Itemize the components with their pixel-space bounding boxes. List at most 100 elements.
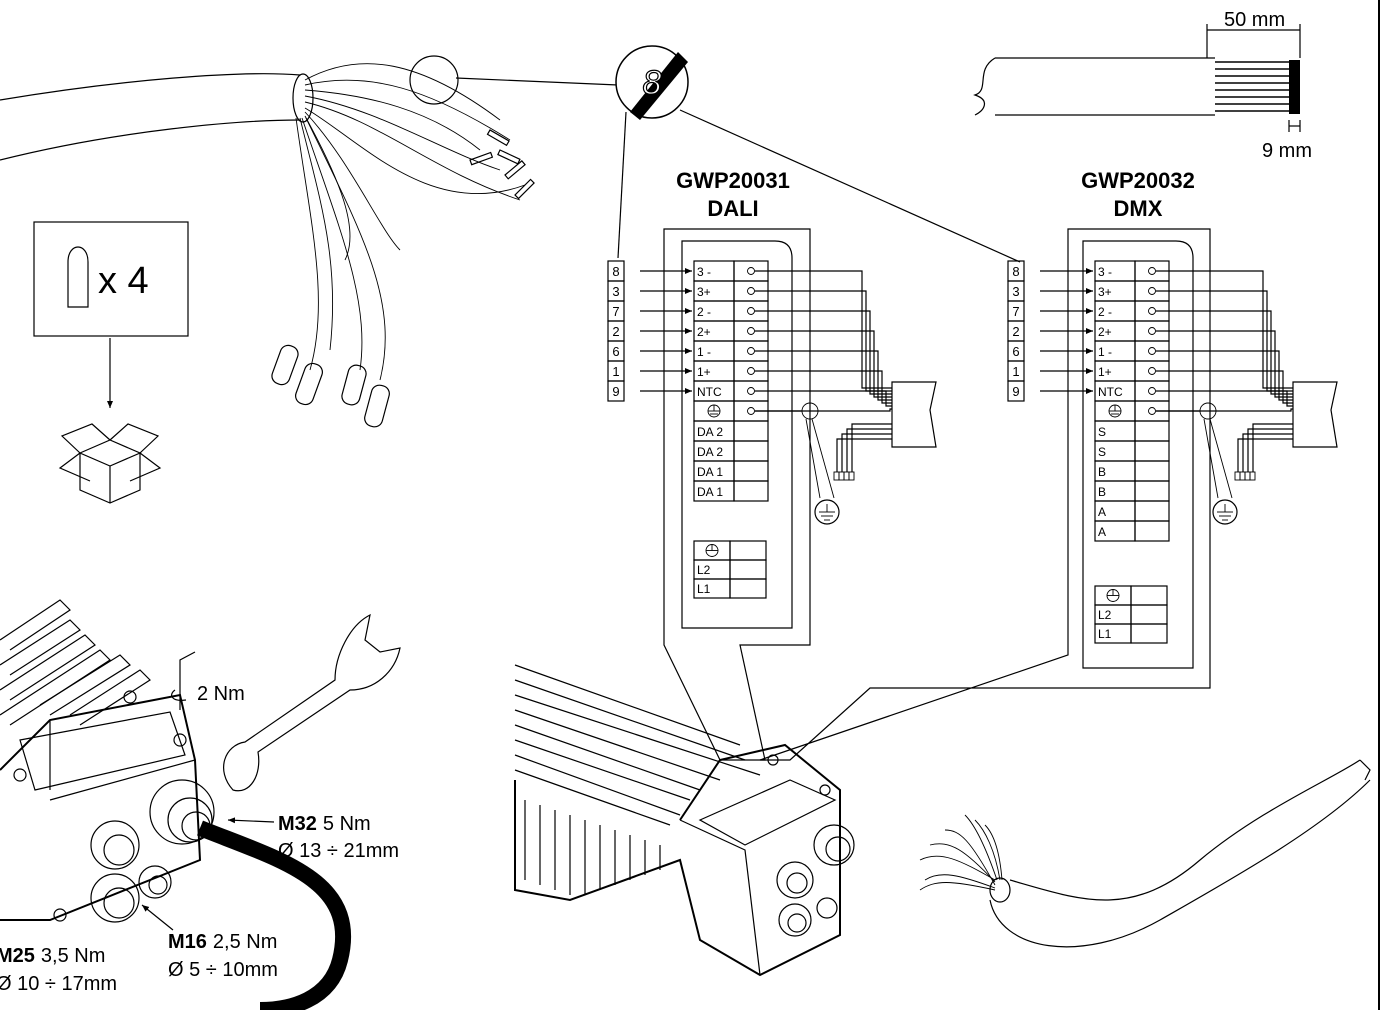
dali-terminal-label: NTC [697, 385, 722, 399]
dali-earth-zoom [801, 402, 819, 420]
dali-terminal-screw [747, 367, 755, 375]
dmx-terminal-screw [1148, 407, 1156, 415]
m25-torque: 3,5 Nm [41, 945, 105, 967]
dmx-bus-terminal-label: B [1098, 485, 1106, 499]
dali-bus-wire [841, 433, 892, 472]
m25-range: Ø 10 ÷ 17mm [0, 973, 117, 995]
dmx-power-earth-icon [1106, 589, 1120, 602]
dali-signal-wire [755, 370, 892, 404]
dmx-wire-ferrule [1234, 471, 1241, 481]
wire-count-label: 8 [643, 64, 662, 102]
dmx-earth-symbol-icon [1212, 499, 1238, 525]
dali-terminal-screw [747, 307, 755, 315]
dali-earth-symbol-icon [814, 499, 840, 525]
dmx-signal-wire [1156, 350, 1293, 401]
dmx-signal-wire [1156, 408, 1293, 412]
dmx-terminal-screw [1148, 347, 1156, 355]
dali-wire-number: 6 [612, 344, 619, 359]
wire-count-badge: 8 [615, 45, 1021, 263]
dali-power-terminal-screw-cell [729, 578, 767, 599]
m16-thread: M16 [168, 931, 207, 953]
dali-wire-number: 1 [612, 364, 619, 379]
dali-bus-terminal-label: DA 2 [697, 445, 723, 459]
dali-terminal-label: 3+ [697, 285, 711, 299]
dmx-wire-number: 7 [1012, 304, 1019, 319]
dmx-wire-ferrule [1249, 471, 1256, 481]
dmx-power-terminal-screw-cell [1130, 623, 1168, 644]
dali-bus-wire [836, 438, 892, 472]
cable-illustration [0, 55, 619, 428]
dmx-wire-ferrule [1239, 471, 1246, 481]
dali-terminal-label: 2 - [697, 305, 711, 319]
dali-terminal-label: 2+ [697, 325, 711, 339]
enclosure-torque-view [0, 599, 401, 1010]
dmx-terminal-label: 1 - [1098, 345, 1112, 359]
dmx-wire-number: 8 [1012, 264, 1019, 279]
dali-power-terminal-screw-cell [729, 559, 767, 580]
dmx-signal-wire [1156, 270, 1293, 389]
strip-length-diagram: 50 mm 9 mm [973, 9, 1312, 162]
dmx-wire-number: 2 [1012, 324, 1019, 339]
dmx-earth-terminal-icon [1108, 404, 1122, 418]
dali-wire-number: 8 [612, 264, 619, 279]
dali-terminal-label: 3 - [697, 265, 711, 279]
dali-signal-wire [755, 330, 892, 398]
dmx-wire-number: 1 [1012, 364, 1019, 379]
dali-wire-number: 2 [612, 324, 619, 339]
dmx-terminal-label: 2 - [1098, 305, 1112, 319]
accessory-quantity: x 4 [98, 260, 149, 302]
dmx-bus-wire [1252, 423, 1293, 472]
dmx-wire-number: 6 [1012, 344, 1019, 359]
dmx-signal-wire [1156, 290, 1293, 392]
dmx-bus-terminal-screw-cell [1134, 460, 1170, 482]
m32-torque: 5 Nm [323, 813, 371, 835]
dmx-wire-number: 9 [1012, 384, 1019, 399]
dali-terminal-screw [747, 387, 755, 395]
dmx-terminal-screw [1148, 307, 1156, 315]
dali-terminal-screw [747, 347, 755, 355]
dali-signal-wire [755, 290, 892, 392]
dmx-bus-terminal-label: B [1098, 465, 1106, 479]
enclosure-open-view [514, 664, 855, 977]
dali-signal-wire [755, 408, 892, 412]
dmx-bus-terminal-screw-cell [1134, 500, 1170, 522]
dmx-signal-wire [1156, 390, 1293, 407]
dali-signal-wire [755, 390, 892, 407]
dali-wire-number: 7 [612, 304, 619, 319]
dmx-terminal-label: 3+ [1098, 285, 1112, 299]
dmx-terminal-screw [1148, 367, 1156, 375]
accessory-panel: x 4 [33, 221, 189, 504]
dmx-earth-zoom [1199, 402, 1217, 420]
end-cap-icon [67, 246, 89, 308]
dali-power-earth-icon [705, 544, 719, 557]
dmx-terminal-label: NTC [1098, 385, 1123, 399]
m25-thread: M25 [0, 945, 35, 967]
dali-terminal-label: 1+ [697, 365, 711, 379]
dali-earth-lead [805, 418, 835, 499]
dali-wire-number: 3 [612, 284, 619, 299]
dali-wire-ferrule [838, 471, 845, 481]
dmx-earth-lead [1203, 418, 1233, 499]
dali-bus-terminal-screw-cell [733, 460, 769, 482]
dali-power-terminal-label: L2 [697, 563, 711, 577]
dali-bus-terminal-screw-cell [733, 440, 769, 462]
dali-signal-wire [755, 310, 892, 395]
dmx-protocol: DMX [1114, 196, 1163, 221]
dmx-bus-wire [1247, 428, 1293, 472]
dali-signal-wire [755, 350, 892, 401]
m16-range: Ø 5 ÷ 10mm [168, 959, 278, 981]
dmx-wire-number: 3 [1012, 284, 1019, 299]
strip-length-label: 50 mm [1224, 9, 1285, 31]
dmx-model: GWP20032 [1081, 168, 1195, 193]
dali-bus-terminal-label: DA 2 [697, 425, 723, 439]
screw-torque-label: 2 Nm [197, 683, 245, 705]
dali-bus-terminal-label: DA 1 [697, 485, 723, 499]
dali-power-terminal-screw-cell [729, 540, 767, 561]
dali-bus-terminal-screw-cell [733, 480, 769, 502]
dmx-signal-wire [1156, 330, 1293, 398]
